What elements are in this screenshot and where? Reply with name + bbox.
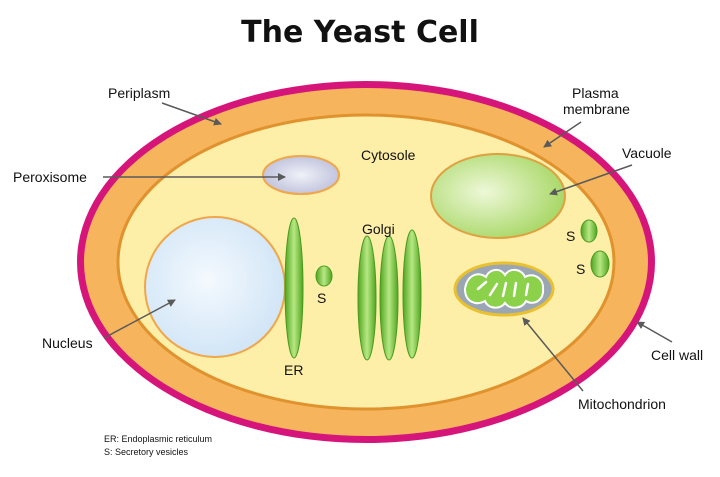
diagram-title: The Yeast Cell bbox=[241, 15, 479, 50]
label-s-center: S bbox=[317, 290, 326, 306]
label-mitochondrion: Mitochondrion bbox=[578, 396, 666, 412]
legend-er: ER: Endoplasmic reticulum bbox=[104, 434, 212, 444]
label-vacuole: Vacuole bbox=[622, 145, 672, 161]
mitochondrion bbox=[453, 261, 555, 317]
plasma-membrane-arrow bbox=[543, 121, 582, 148]
label-plasma-membrane-line2: membrane bbox=[563, 101, 630, 117]
label-plasma-membrane-line1: Plasma bbox=[572, 85, 619, 101]
cell-wall-arrow bbox=[636, 321, 673, 343]
secretory-vesicle bbox=[580, 219, 598, 243]
label-s-right-bottom: S bbox=[576, 261, 585, 277]
golgi-cisterna bbox=[357, 235, 377, 361]
secretory-vesicle bbox=[590, 250, 610, 278]
vacuole-arrow bbox=[549, 164, 633, 196]
label-er: ER bbox=[284, 362, 303, 378]
label-periplasm: Periplasm bbox=[108, 85, 170, 101]
label-s-right-top: S bbox=[566, 228, 575, 244]
label-cytosole: Cytosole bbox=[361, 147, 416, 163]
vacuole bbox=[430, 153, 566, 239]
periplasm-arrow bbox=[161, 102, 222, 126]
legend-s: S: Secretory vesicles bbox=[104, 447, 189, 457]
label-peroxisome: Peroxisome bbox=[13, 169, 87, 185]
golgi-cisterna bbox=[379, 235, 399, 361]
label-nucleus: Nucleus bbox=[42, 335, 93, 351]
secretory-vesicle bbox=[315, 265, 333, 287]
nucleus bbox=[144, 216, 286, 358]
nucleus-arrow bbox=[103, 299, 176, 339]
label-cell-wall: Cell wall bbox=[651, 347, 703, 363]
endoplasmic-reticulum bbox=[284, 217, 304, 359]
golgi-cisterna bbox=[402, 229, 422, 359]
label-golgi: Golgi bbox=[362, 221, 395, 237]
peroxisome bbox=[262, 155, 340, 195]
mitochondrion-arrow bbox=[522, 317, 584, 392]
